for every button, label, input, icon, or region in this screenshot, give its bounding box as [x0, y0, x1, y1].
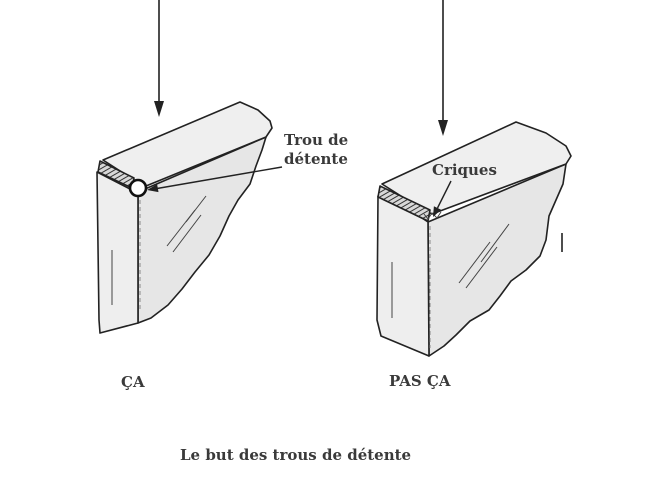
left-glare-mark [172, 214, 202, 253]
left-bracket-front-edge [96, 171, 139, 334]
crack-marks [423, 211, 442, 220]
right-glare-mark [465, 246, 498, 289]
right-glare-mark [480, 223, 510, 263]
left-bracket-side-face [137, 136, 267, 324]
good-example-label: ÇA [121, 373, 145, 391]
bad-example-label: PAS ÇA [389, 372, 451, 390]
right-bracket-side-face [427, 163, 567, 357]
relief-hole-leader-line [156, 166, 283, 190]
cracks-leader-line [436, 180, 452, 209]
figure-caption: Le but des trous de détente [180, 446, 411, 464]
cracks-leader-arrowhead [433, 206, 442, 217]
right-bracket-edge-hatching [377, 185, 431, 222]
right-force-arrow-head [438, 120, 448, 136]
relief-hole-callout-line2: détente [284, 150, 348, 168]
right-glare-mark [458, 241, 491, 284]
relief-hole [128, 178, 148, 198]
right-bracket-front-edge [376, 195, 430, 357]
left-force-arrow-head [154, 101, 164, 117]
cracks-callout: Criques [432, 161, 497, 179]
relief-hole-leader-arrowhead [147, 184, 159, 193]
left-bracket: Trou de détente ÇA [96, 0, 348, 391]
left-glare-mark [185, 195, 207, 223]
right-bracket: Criques PAS ÇA [376, 0, 572, 390]
relief-hole-callout-line1: Trou de [284, 131, 348, 149]
